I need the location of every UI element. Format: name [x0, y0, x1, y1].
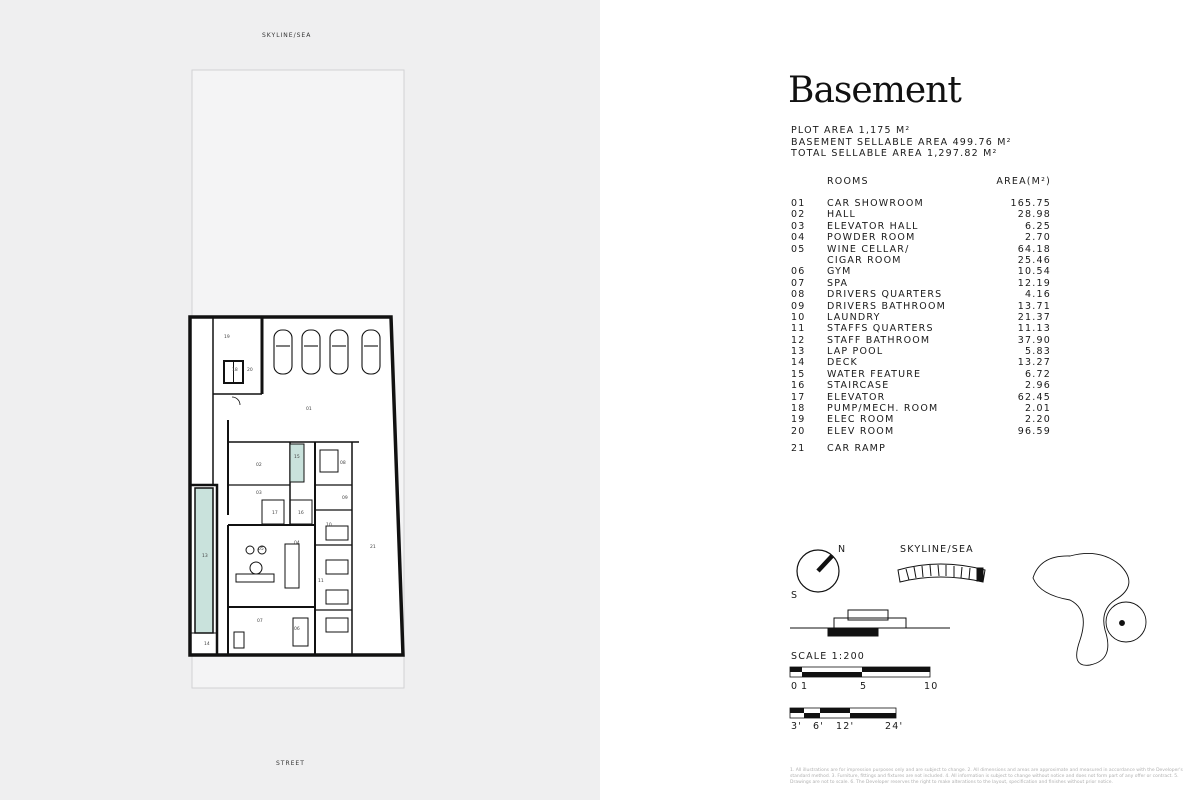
metric-tick: 0: [791, 681, 799, 692]
room-tag: 01: [306, 406, 312, 412]
metric-tick: 5: [860, 681, 868, 692]
imperial-tick: 6': [813, 721, 825, 732]
basement-area: BASEMENT SELLABLE AREA 499.76 M²: [791, 136, 1012, 148]
total-area: TOTAL SELLABLE AREA 1,297.82 M²: [791, 148, 998, 159]
room-tag: 20: [247, 367, 253, 373]
compass-north: N: [838, 544, 847, 555]
room-tag: 10: [326, 522, 332, 528]
room-tag: 09: [342, 495, 348, 501]
orientation-label: SKYLINE/SEA: [900, 544, 974, 555]
room-tag: 14: [204, 641, 210, 647]
room-tag: 04: [294, 540, 300, 546]
rooms-col-label: ROOMS: [827, 176, 869, 187]
plan-top-label: SKYLINE/SEA: [262, 32, 312, 39]
compass-south: S: [791, 590, 799, 601]
room-tag: 18: [232, 367, 238, 373]
imperial-scale-bar: [789, 707, 897, 719]
room-tag: 11: [318, 578, 324, 584]
room-tag: 19: [224, 334, 230, 340]
metric-tick: 1: [801, 681, 809, 692]
plan-bottom-label: STREET: [276, 760, 305, 767]
room-tag: 06: [294, 626, 300, 632]
room-tag: 02: [256, 462, 262, 468]
disclaimer-footnote: 1. All illustrations are for impression …: [790, 768, 1183, 785]
room-tag: 21: [370, 544, 376, 550]
room-tag: 07: [257, 618, 263, 624]
room-tag: 15: [294, 454, 300, 460]
imperial-tick: 12': [836, 721, 855, 732]
room-tag: 05: [258, 546, 264, 552]
area-summary: PLOT AREA 1,175 M² BASEMENT SELLABLE ARE…: [791, 125, 1012, 160]
room-tag: 13: [202, 553, 208, 559]
page-title: Basement: [788, 70, 962, 111]
imperial-tick: 24': [885, 721, 904, 732]
room-tag: 17: [272, 510, 278, 516]
area-col-label: AREA(M²): [996, 176, 1051, 187]
site-map-icon: [1032, 553, 1147, 666]
elevation-section-icon: [790, 609, 950, 637]
imperial-tick: 3': [791, 721, 803, 732]
metric-scale-bar: [789, 666, 931, 678]
room-tag: 16: [298, 510, 304, 516]
floor-plan-drawing: 19 01 02 03 05 07 06 08 09 10 11 13 14 1…: [188, 69, 405, 689]
rooms-header: ROOMS AREA(M²): [791, 176, 1051, 198]
scale-label: SCALE 1:200: [791, 651, 866, 662]
plot-area: PLOT AREA 1,175 M²: [791, 125, 911, 136]
room-tag: 08: [340, 460, 346, 466]
metric-tick: 10: [924, 681, 939, 692]
legend-graphics: [789, 549, 1147, 719]
room-tag: 03: [256, 490, 262, 496]
legend-panel: Basement PLOT AREA 1,175 M² BASEMENT SEL…: [600, 0, 1200, 800]
orientation-arc-icon: [897, 563, 986, 583]
floor-plan-panel: SKYLINE/SEA STREET: [0, 0, 600, 800]
compass-icon: [796, 549, 840, 593]
